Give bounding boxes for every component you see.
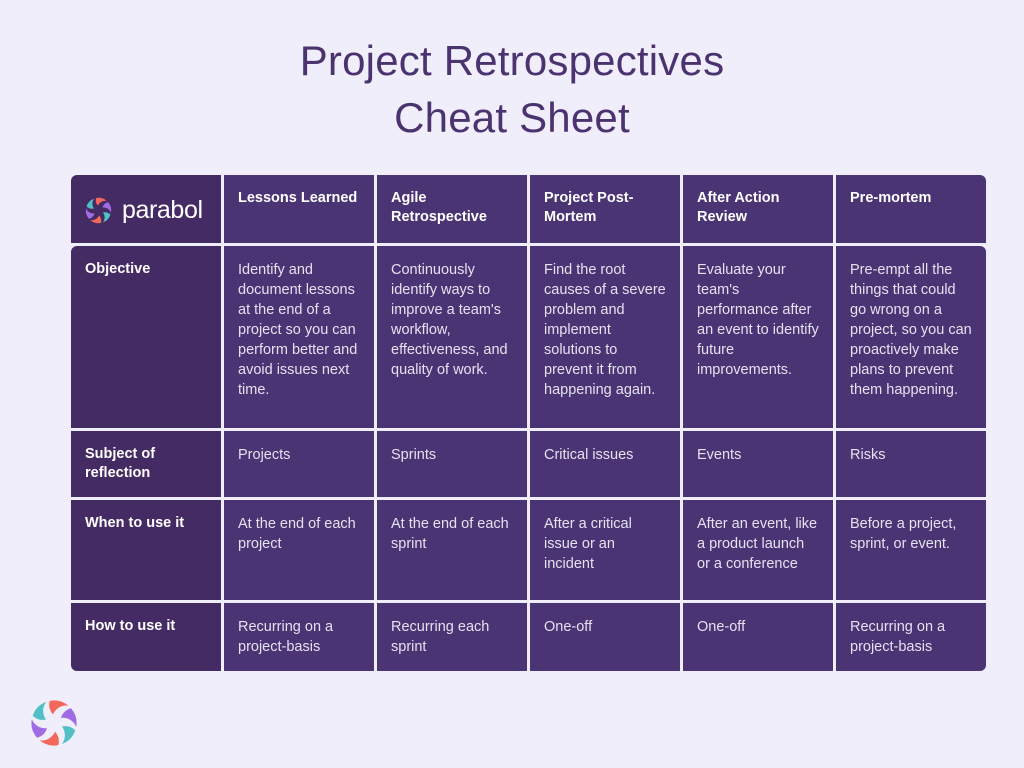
cell-when-project-post-mortem: After a critical issue or an incident (530, 500, 680, 600)
parabol-pinwheel-icon (85, 197, 112, 224)
cell-subject-agile-retrospective: Sprints (377, 431, 527, 497)
cell-subject-pre-mortem: Risks (836, 431, 986, 497)
cell-subject-project-post-mortem: Critical issues (530, 431, 680, 497)
cell-objective-project-post-mortem: Find the root causes of a severe problem… (530, 246, 680, 428)
column-header-lessons-learned: Lessons Learned (224, 175, 374, 243)
brand-lockup: parabol (85, 189, 207, 229)
brand-wordmark: parabol (122, 195, 203, 224)
cell-how-pre-mortem: Recurring on a project-basis (836, 603, 986, 671)
cell-objective-lessons-learned: Identify and document lessons at the end… (224, 246, 374, 428)
row-header-subject-of-reflection: Subject of reflection (71, 431, 221, 497)
parabol-pinwheel-icon (30, 699, 78, 747)
cell-when-lessons-learned: At the end of each project (224, 500, 374, 600)
cheat-sheet-table: parabol Lessons Learned Agile Retrospect… (68, 172, 989, 674)
cell-objective-after-action-review: Evaluate your team's performance after a… (683, 246, 833, 428)
page-title-line-1: Project Retrospectives (299, 37, 725, 84)
cell-how-lessons-learned: Recurring on a project-basis (224, 603, 374, 671)
table-row: Subject of reflection Projects Sprints C… (71, 431, 986, 497)
cell-objective-agile-retrospective: Continuously identify ways to improve a … (377, 246, 527, 428)
table-row: When to use it At the end of each projec… (71, 500, 986, 600)
column-header-pre-mortem: Pre-mortem (836, 175, 986, 243)
column-header-agile-retrospective: Agile Retrospective (377, 175, 527, 243)
row-header-objective: Objective (71, 246, 221, 428)
table-row: Objective Identify and document lessons … (71, 246, 986, 428)
cell-how-agile-retrospective: Recurring each sprint (377, 603, 527, 671)
cell-subject-lessons-learned: Projects (224, 431, 374, 497)
page-title: Project Retrospectives Cheat Sheet (0, 0, 1024, 146)
cheat-sheet-table-container: parabol Lessons Learned Agile Retrospect… (68, 172, 986, 674)
cell-when-agile-retrospective: At the end of each sprint (377, 500, 527, 600)
row-header-when-to-use-it: When to use it (71, 500, 221, 600)
cell-when-after-action-review: After an event, like a product launch or… (683, 500, 833, 600)
brand-cell: parabol (71, 175, 221, 243)
cell-when-pre-mortem: Before a project, sprint, or event. (836, 500, 986, 600)
page-title-line-2: Cheat Sheet (394, 94, 630, 141)
cell-how-project-post-mortem: One-off (530, 603, 680, 671)
cell-subject-after-action-review: Events (683, 431, 833, 497)
row-header-how-to-use-it: How to use it (71, 603, 221, 671)
column-header-project-post-mortem: Project Post-Mortem (530, 175, 680, 243)
cell-how-after-action-review: One-off (683, 603, 833, 671)
column-header-after-action-review: After Action Review (683, 175, 833, 243)
table-header-row: parabol Lessons Learned Agile Retrospect… (71, 175, 986, 243)
table-row: How to use it Recurring on a project-bas… (71, 603, 986, 671)
cell-objective-pre-mortem: Pre-empt all the things that could go wr… (836, 246, 986, 428)
